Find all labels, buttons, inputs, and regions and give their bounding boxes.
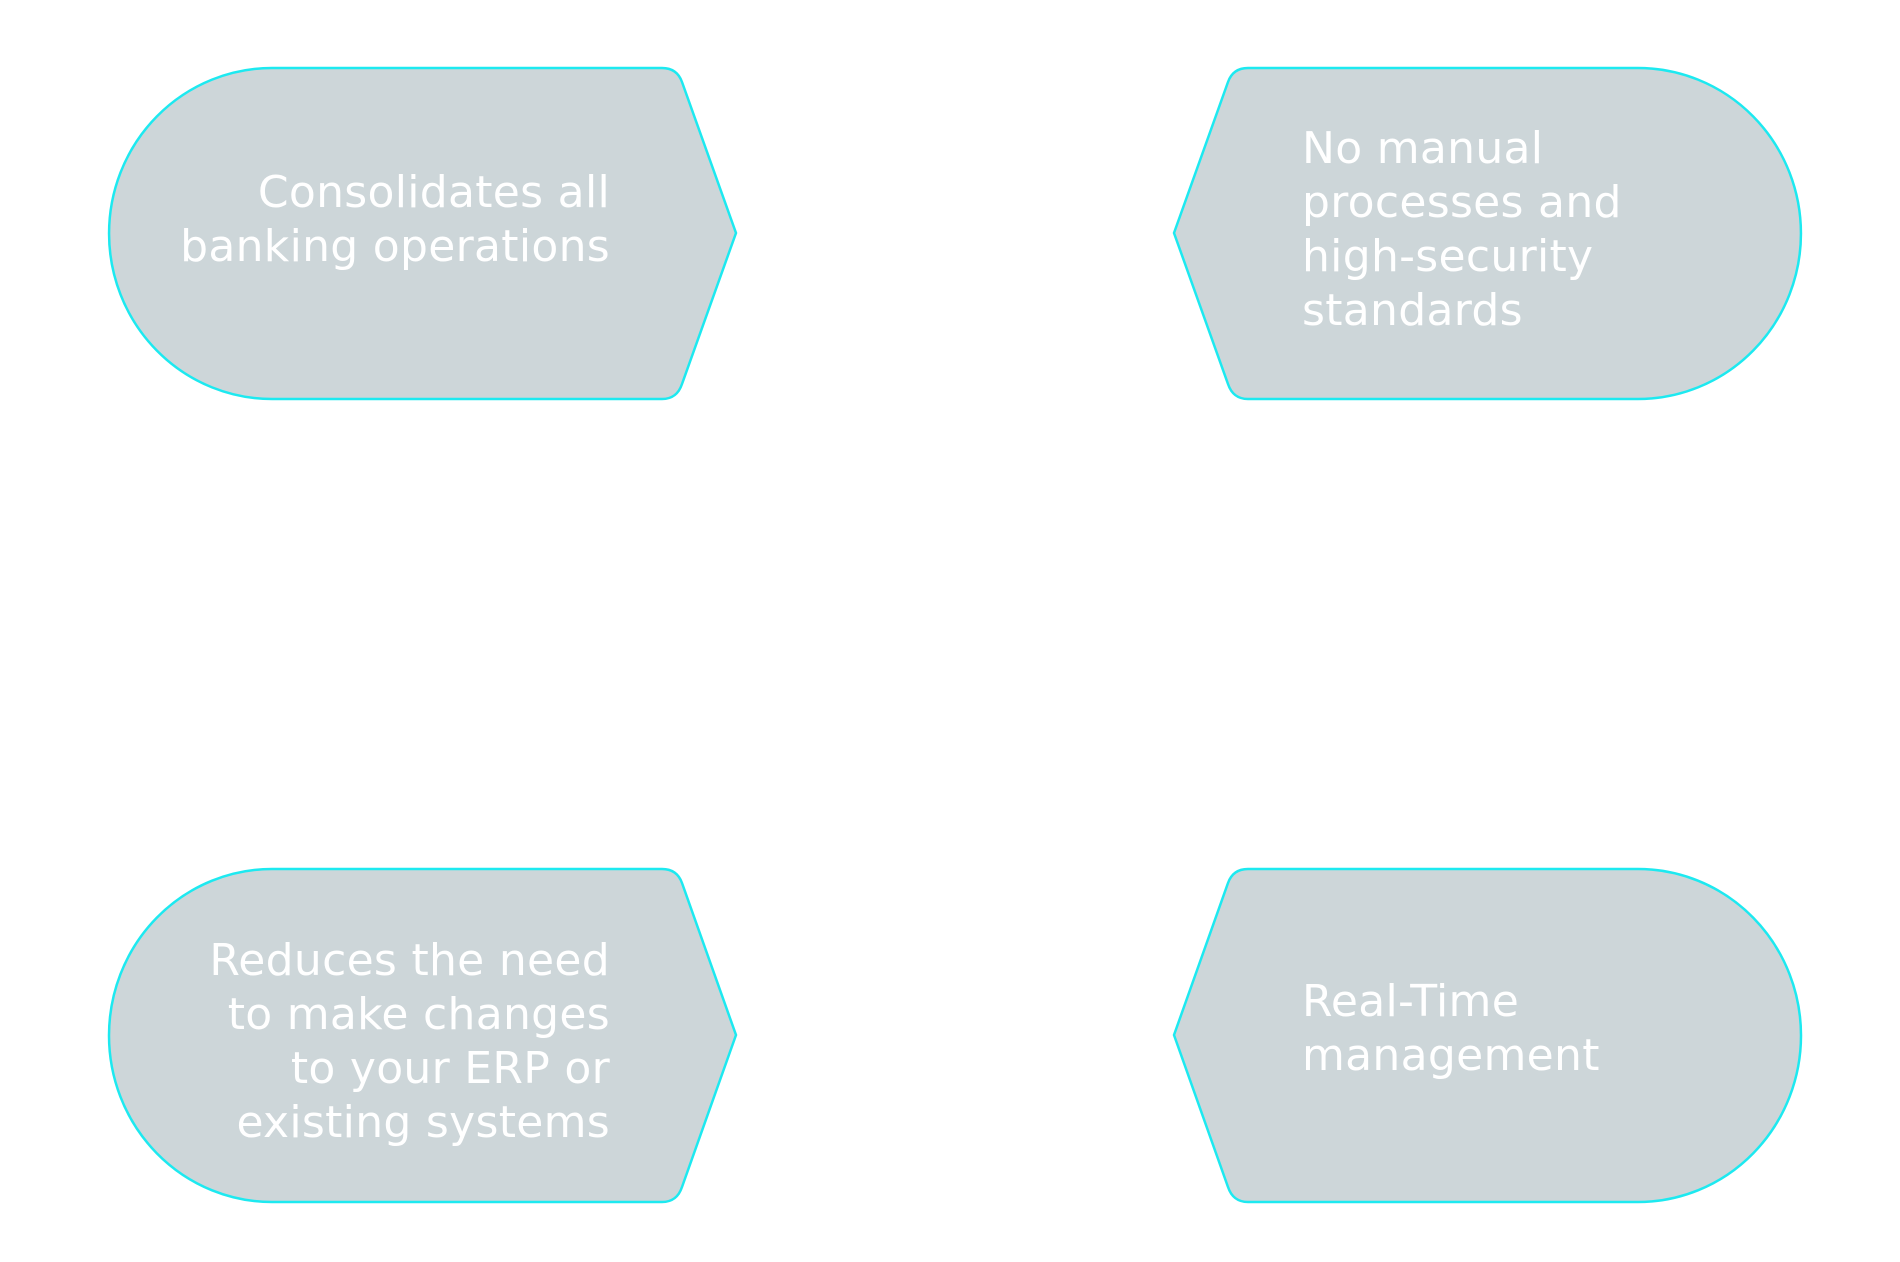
card-text-real-time: Real-Time management (1302, 975, 1600, 1083)
card-line: Consolidates all (257, 167, 610, 218)
card-text-consolidates: Consolidates all banking operations (180, 166, 610, 274)
card-line: existing systems (236, 1097, 610, 1148)
card-line: Real-Time (1302, 976, 1520, 1027)
card-text-no-manual: No manual processes and high-security st… (1302, 122, 1622, 338)
card-line: processes and (1302, 177, 1622, 228)
card-line: banking operations (180, 221, 610, 272)
card-text-reduces: Reduces the need to make changes to your… (209, 934, 610, 1150)
card-shape-reduces (107, 867, 738, 1204)
card-shape-real-time (1172, 867, 1803, 1204)
card-shape-consolidates (107, 66, 738, 401)
card-line: high-security (1302, 231, 1594, 282)
card-line: standards (1302, 285, 1523, 336)
card-shape-no-manual (1172, 66, 1803, 401)
card-line: to your ERP or (290, 1043, 610, 1094)
card-line: to make changes (227, 989, 610, 1040)
card-line: management (1302, 1030, 1600, 1081)
card-line: No manual (1302, 123, 1544, 174)
card-line: Reduces the need (209, 935, 610, 986)
